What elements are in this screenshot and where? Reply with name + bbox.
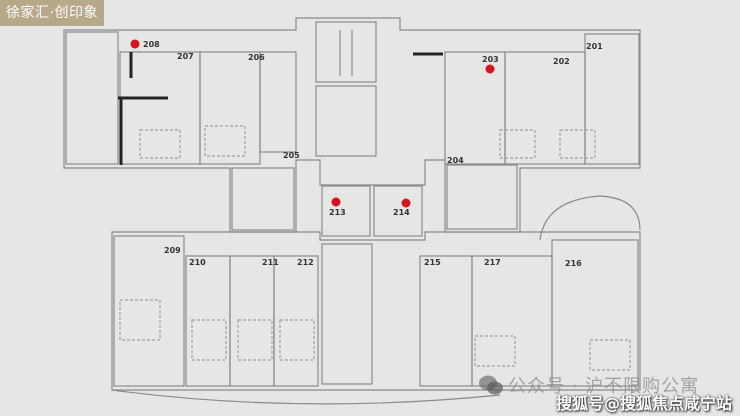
unit-label-204: 204 [447, 156, 464, 165]
wechat-icon [479, 375, 503, 395]
unit-label-217: 217 [484, 258, 501, 267]
unit-marker-214 [401, 198, 411, 208]
unit-label-210: 210 [189, 258, 206, 267]
unit-label-216: 216 [565, 259, 582, 268]
unit-label-206: 206 [248, 53, 265, 62]
unit-label-211: 211 [262, 258, 279, 267]
unit-label-202: 202 [553, 57, 570, 66]
unit-label-212: 212 [297, 258, 314, 267]
unit-label-213: 213 [329, 208, 346, 217]
unit-label-209: 209 [164, 246, 181, 255]
unit-label-205: 205 [283, 151, 300, 160]
project-title-badge: 徐家汇·创印象 [0, 0, 104, 26]
unit-label-201: 201 [586, 42, 603, 51]
unit-marker-203 [485, 64, 495, 74]
walls [63, 17, 641, 405]
unit-label-215: 215 [424, 258, 441, 267]
wechat-watermark: 公众号 · 沪不限购公寓 [508, 376, 700, 397]
unit-marker-213 [331, 197, 341, 207]
accent-walls [118, 52, 443, 165]
sohu-watermark: 搜狐号@搜狐焦点咸宁站 [556, 394, 733, 413]
unit-label-214: 214 [393, 208, 410, 217]
unit-label-208: 208 [143, 40, 160, 49]
unit-label-203: 203 [482, 55, 499, 64]
unit-marker-208 [130, 39, 140, 49]
unit-label-207: 207 [177, 52, 194, 61]
